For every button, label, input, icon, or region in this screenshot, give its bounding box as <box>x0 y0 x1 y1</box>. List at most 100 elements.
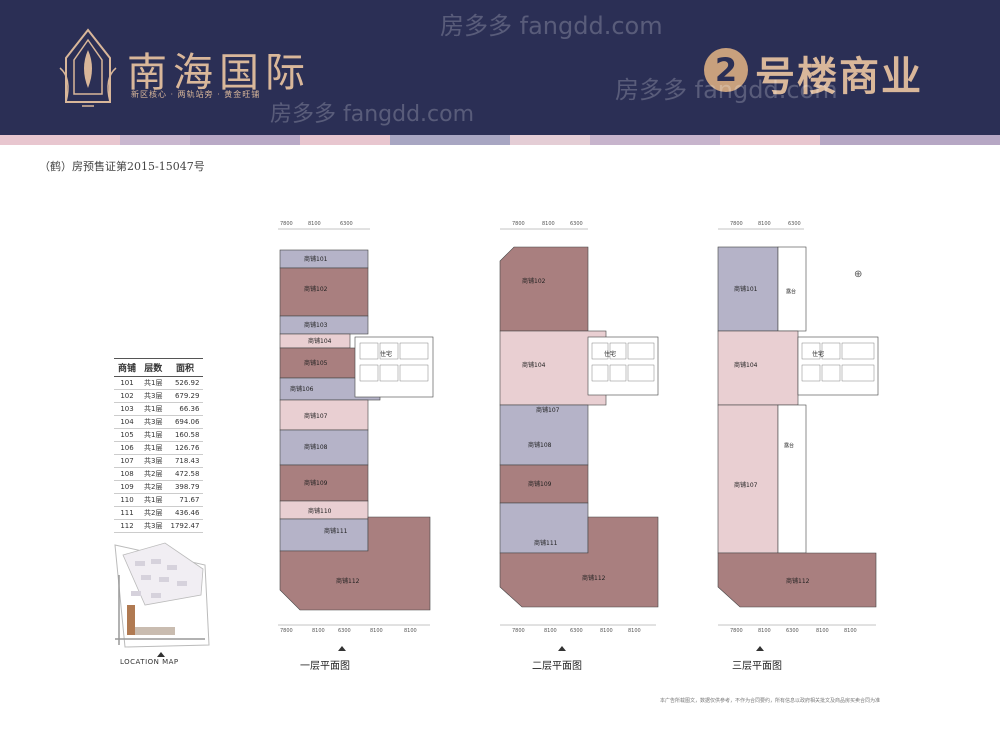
unit-label: 商铺112 <box>336 577 360 585</box>
table-cell: 109 <box>114 480 141 494</box>
north-arrow-icon: ⊕ <box>854 269 862 280</box>
dimension-label: 7800 <box>512 628 525 634</box>
unit-label: 商铺102 <box>522 277 546 285</box>
table-cell: 共1层 <box>140 493 167 507</box>
unit-label: 商铺110 <box>308 507 332 515</box>
table-cell: 105 <box>114 428 141 442</box>
table-cell: 104 <box>114 415 141 429</box>
dimension-label: 7800 <box>512 221 525 227</box>
residential-core <box>797 336 879 396</box>
caption-arrow-icon <box>558 646 566 651</box>
residential-core <box>354 336 434 398</box>
floor1-caption: 一层平面图 <box>300 661 350 672</box>
unit-block <box>279 399 369 431</box>
watermark: 房多多 fangdd.com <box>440 12 663 40</box>
dimension-label: 8100 <box>544 628 557 634</box>
dimension-label: 8100 <box>308 221 321 227</box>
unit-label: 商铺104 <box>308 337 332 345</box>
dimension-label: 8100 <box>628 628 641 634</box>
dimension-label: 8100 <box>758 221 771 227</box>
header-banner: 南海国际 新区核心 · 两轨站旁 · 黄金旺铺 2 号楼商业 房多多 fangd… <box>0 0 1000 135</box>
residence-label: 住宅 <box>812 350 824 358</box>
unit-label: 商铺112 <box>582 574 606 582</box>
unit-label: 商铺101 <box>304 255 328 263</box>
terrace-area <box>777 246 807 332</box>
table-cell: 718.43 <box>166 454 204 468</box>
dimension-label: 8100 <box>844 628 857 634</box>
floor2-plan: 7800 8100 6300 7800 8100 6300 8100 8100 … <box>499 221 659 634</box>
table-cell: 共1层 <box>140 441 167 455</box>
table-cell: 103 <box>114 402 141 416</box>
dimension-label: 7800 <box>730 628 743 634</box>
table-cell: 106 <box>114 441 141 455</box>
unit-block <box>279 516 431 611</box>
table-cell: 694.06 <box>166 415 204 429</box>
location-map <box>105 535 215 650</box>
unit-label: 商铺112 <box>786 577 810 585</box>
disclaimer-footnote: 本广告所载图文，数据仅供参考，不作为合同要约，所有信息以政府相关批文及商品房买卖… <box>660 698 881 704</box>
unit-block <box>717 330 799 406</box>
unit-label: 商铺108 <box>528 441 552 449</box>
table-header: 商铺 <box>114 358 141 377</box>
unit-label: 商铺104 <box>522 361 546 369</box>
unit-label: 商铺109 <box>528 480 552 488</box>
table-cell: 共2层 <box>140 506 167 520</box>
page-title: 号楼商业 <box>755 54 923 100</box>
caption-arrow-icon <box>756 646 764 651</box>
table-cell: 66.36 <box>166 402 204 416</box>
table-cell: 102 <box>114 389 141 403</box>
unit-block <box>499 404 589 466</box>
table-header-row: 商铺 层数 面积 <box>114 358 204 377</box>
logo-emblem-icon <box>59 28 117 107</box>
logo-text: 南海国际 <box>127 50 311 96</box>
table-cell: 共3层 <box>140 454 167 468</box>
residence-label: 住宅 <box>604 350 616 358</box>
table-cell: 111 <box>114 506 141 520</box>
watermark: 房多多 fangdd.com <box>615 76 838 104</box>
floor1-plan: 7800 8100 6300 7800 8100 6300 8100 8100 … <box>278 221 434 634</box>
table-cell: 472.58 <box>166 467 204 481</box>
dimension-label: 8100 <box>542 221 555 227</box>
unit-label: 商铺109 <box>304 479 328 487</box>
unit-block <box>499 502 589 554</box>
unit-block <box>279 464 369 502</box>
table-cell: 共2层 <box>140 467 167 481</box>
unit-label: 商铺111 <box>324 527 348 535</box>
unit-label: 商铺107 <box>304 412 328 420</box>
dimension-label: 8100 <box>758 628 771 634</box>
location-map-caption: LOCATION MAP <box>120 658 179 666</box>
unit-block <box>717 552 877 608</box>
table-cell: 1792.47 <box>166 519 204 533</box>
unit-block <box>279 518 369 552</box>
dimension-label: 8100 <box>312 628 325 634</box>
table-cell: 126.76 <box>166 441 204 455</box>
unit-block <box>499 516 659 608</box>
table-header: 层数 <box>140 358 167 377</box>
terrace-label: 露台 <box>786 288 796 295</box>
dimension-label: 6300 <box>338 628 351 634</box>
unit-block <box>717 404 779 554</box>
unit-label: 商铺101 <box>734 285 758 293</box>
table-cell: 160.58 <box>166 428 204 442</box>
unit-block <box>499 246 589 332</box>
floor2-caption: 二层平面图 <box>532 661 582 672</box>
unit-label: 商铺102 <box>304 285 328 293</box>
unit-label: 商铺107 <box>536 406 560 414</box>
table-cell: 共1层 <box>140 402 167 416</box>
residence-label: 住宅 <box>380 350 392 358</box>
unit-block <box>499 464 589 504</box>
floor3-plan: 7800 8100 6300 7800 8100 6300 8100 8100 … <box>717 221 879 634</box>
residential-core <box>587 336 659 396</box>
dimension-label: 7800 <box>730 221 743 227</box>
table-cell: 398.79 <box>166 480 204 494</box>
